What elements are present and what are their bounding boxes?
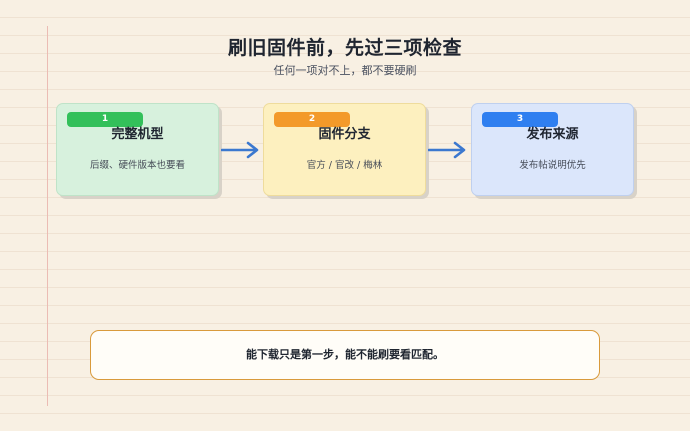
summary-note-text: 能下载只是第一步，能不能刷要看匹配。 <box>246 348 444 361</box>
summary-note: 能下载只是第一步，能不能刷要看匹配。 <box>90 330 600 380</box>
arrow-right-icon <box>428 141 466 159</box>
step-number-badge: 2 <box>274 112 350 127</box>
step-card-branch: 2 固件分支 官方 / 官改 / 梅林 <box>263 103 426 196</box>
step-card-model: 1 完整机型 后缀、硬件版本也要看 <box>56 103 219 196</box>
step-number-badge: 1 <box>67 112 143 127</box>
step-title: 发布来源 <box>526 127 579 142</box>
arrow-right-icon <box>221 141 259 159</box>
step-card-source: 3 发布来源 发布帖说明优先 <box>471 103 634 196</box>
step-title: 完整机型 <box>111 127 164 142</box>
step-description: 后缀、硬件版本也要看 <box>89 160 185 171</box>
notebook-margin-line <box>47 26 48 406</box>
step-number-badge: 3 <box>482 112 558 127</box>
step-description: 发布帖说明优先 <box>519 160 586 171</box>
step-title: 固件分支 <box>318 127 371 142</box>
step-description: 官方 / 官改 / 梅林 <box>306 160 383 171</box>
page-title: 刷旧固件前，先过三项检查 <box>227 37 462 59</box>
page-subtitle: 任何一项对不上，都不要硬刷 <box>273 64 417 77</box>
